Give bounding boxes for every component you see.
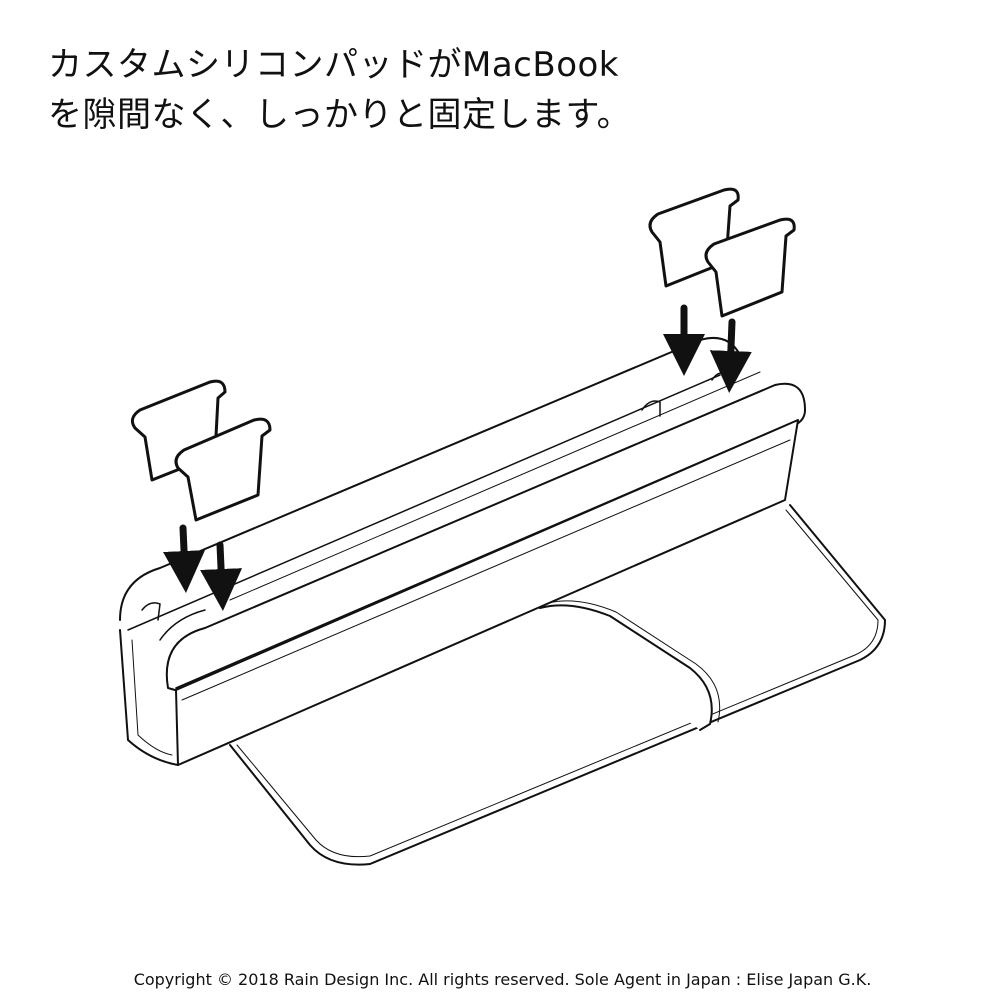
arrow-left-1 [163, 524, 206, 593]
headline-line-2: を隙間なく、しっかりと固定します。 [48, 95, 632, 135]
headline: カスタムシリコンパッドがMacBook を隙間なく、しっかりと固定します。 [48, 40, 948, 140]
macbook-base [229, 504, 886, 866]
silicone-pad-left [130, 379, 272, 522]
copyright-footer: Copyright © 2018 Rain Design Inc. All ri… [133, 970, 872, 989]
silicone-pad-right [648, 187, 796, 318]
macbook-stand [119, 336, 806, 766]
arrow-right-2 [709, 318, 752, 393]
headline-line-1: カスタムシリコンパッドがMacBook [48, 45, 619, 85]
insertion-arrows [163, 304, 752, 611]
arrow-left-2 [200, 541, 243, 611]
